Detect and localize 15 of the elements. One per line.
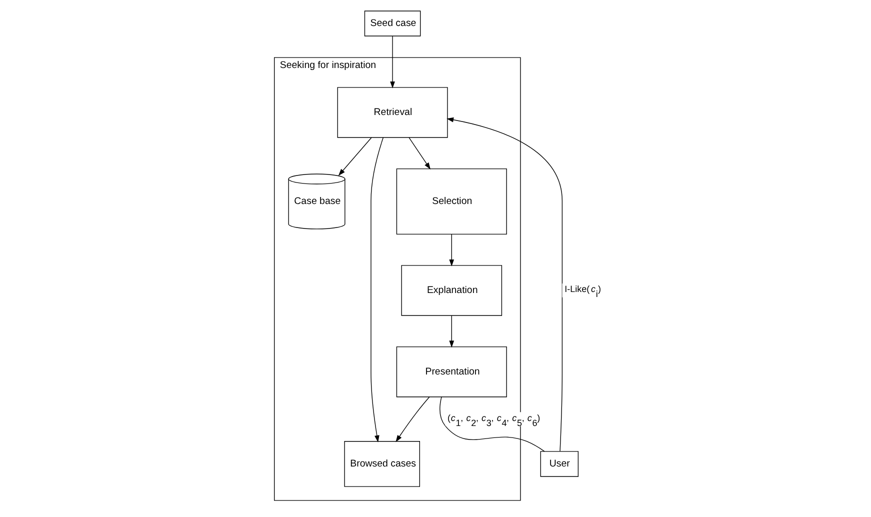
arrow: [446, 117, 562, 452]
arrow: [448, 315, 454, 348]
node-box: Selection: [396, 168, 506, 235]
arrow: [448, 234, 454, 266]
node-box: User: [540, 451, 578, 477]
arrow: [370, 137, 384, 442]
arrow: [408, 137, 430, 170]
node-box: Explanation: [400, 265, 502, 316]
node-box: Browsed cases: [344, 441, 420, 487]
node-box: Presentation: [396, 346, 506, 398]
node-box: Seed case: [364, 10, 420, 36]
arrow: [395, 396, 430, 442]
arrow: [338, 137, 372, 176]
node-box: Retrieval: [336, 87, 448, 138]
arrow: [390, 36, 394, 88]
